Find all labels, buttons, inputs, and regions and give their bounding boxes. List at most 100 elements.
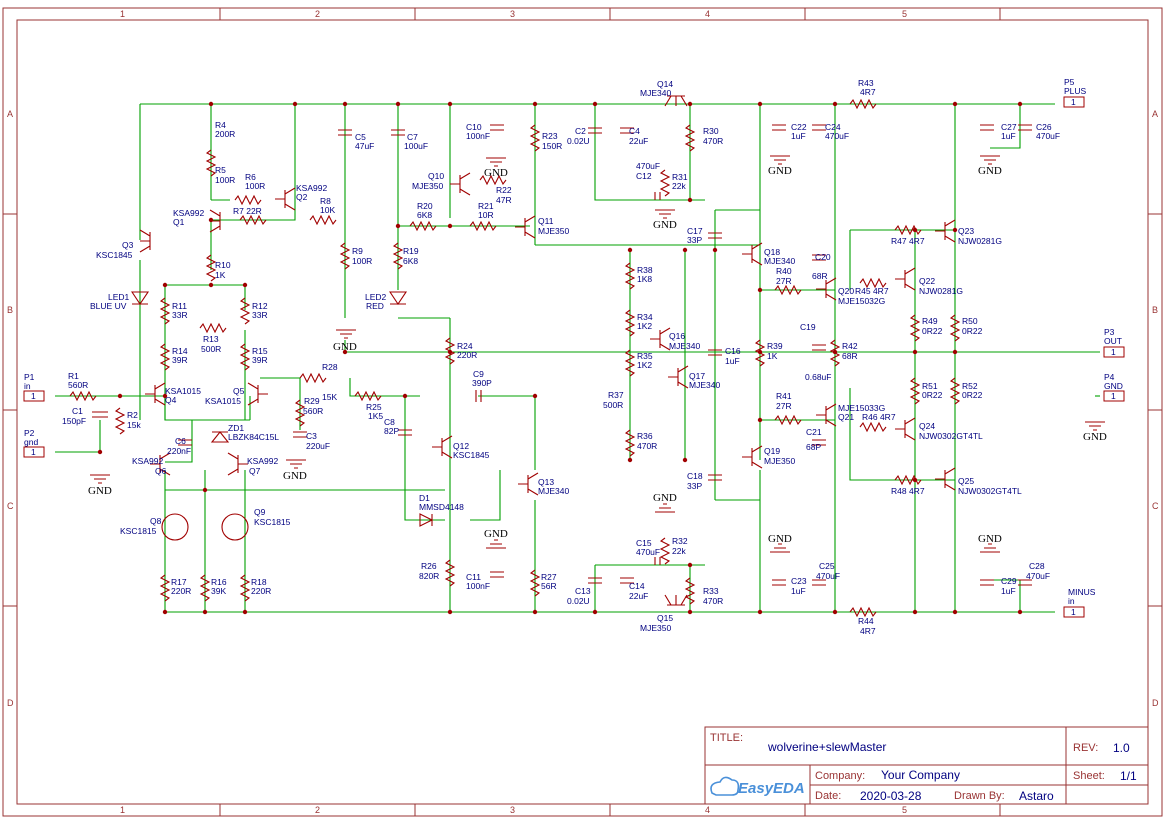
c14-ref: C14 (629, 581, 645, 591)
r20-ref: R20 (417, 201, 433, 211)
ports: P1 in 1 P2 gnd 1 P3 OUT 1 P4 GND 1 P5 PL… (23, 77, 1125, 618)
r7-label: R7 22R (233, 206, 262, 216)
row-label-d: D (7, 698, 14, 708)
col-label-5: 5 (902, 9, 907, 19)
r9-ref: R9 (352, 246, 363, 256)
col-label-2-bottom: 2 (315, 805, 320, 815)
c13-value: 0.02U (567, 596, 590, 606)
port-p4-pin: 1 (1111, 391, 1116, 401)
led2-ref: LED2 (365, 292, 387, 302)
sheet-value: 1/1 (1120, 769, 1137, 783)
r11-ref: R11 (172, 301, 187, 311)
row-label-b: B (7, 305, 13, 315)
port-minus-desc: in (1068, 596, 1075, 606)
c18-value: 33P (687, 481, 702, 491)
r32-value: 22k (672, 546, 686, 556)
c25-value: 470uF (816, 571, 840, 581)
easyeda-logo: EasyEDA (710, 776, 805, 797)
col-label-1: 1 (120, 9, 125, 19)
c4-ref: C4 (629, 126, 640, 136)
q12-type: KSC1845 (453, 450, 490, 460)
q3-type: KSC1845 (96, 250, 133, 260)
r27-ref: R27 (541, 572, 557, 582)
q15-type: MJE350 (640, 623, 671, 633)
q9-ref: Q9 (254, 507, 266, 517)
c2-ref: C2 (575, 126, 586, 136)
rev-value: 1.0 (1113, 741, 1130, 755)
q18-ref: Q18 (764, 247, 780, 257)
c27-ref: C27 (1001, 122, 1017, 132)
drawn-by-key: Drawn By: (954, 790, 1005, 802)
r32-ref: R32 (672, 536, 688, 546)
c7-ref: C7 (407, 132, 418, 142)
led1-ref: LED1 (108, 292, 130, 302)
q7-ref: Q7 (249, 466, 261, 476)
port-p1-pin: 1 (31, 391, 36, 401)
c17-value: 33P (687, 235, 702, 245)
gnd-label: GND (768, 533, 792, 545)
r8-ref: R8 (320, 196, 331, 206)
gnd-label: GND (484, 167, 508, 179)
col-label-3-bottom: 3 (510, 805, 515, 815)
r14-value: 39R (172, 355, 188, 365)
port-p3-pin: 1 (1111, 347, 1116, 357)
r42-value: 68R (842, 351, 858, 361)
sheet-frame: 1 2 3 4 5 1 2 3 4 5 A B C D A B C D (2, 7, 1163, 817)
c27-value: 1uF (1001, 131, 1016, 141)
r51-value: 0R22 (922, 390, 943, 400)
component-labels: R1 560R C1 150pF R2 15k R4 200R R5 100R … (62, 78, 1060, 636)
r36-value: 470R (637, 441, 657, 451)
c12-value: 470uF (636, 161, 660, 171)
q4-type: KSA1015 (165, 386, 201, 396)
gnd-label: GND (653, 492, 677, 504)
r38-value: 1K8 (637, 274, 652, 284)
row-label-c: C (7, 501, 14, 511)
q14-ref: Q14 (657, 79, 673, 89)
col-label-4: 4 (705, 9, 710, 19)
q8-ref: Q8 (150, 516, 162, 526)
c8-ref: C8 (384, 417, 395, 427)
row-label-a: A (7, 109, 13, 119)
c8-value: 82P (384, 426, 399, 436)
col-label-1-bottom: 1 (120, 805, 125, 815)
c5-value: 47uF (355, 141, 374, 151)
components (69, 95, 1032, 618)
c16-ref: C16 (725, 346, 741, 356)
gnd-label: GND (88, 485, 112, 497)
c12-ref: C12 (636, 171, 652, 181)
c16-value: 1uF (725, 356, 740, 366)
r23-ref: R23 (542, 131, 558, 141)
port-p5-pin: 1 (1071, 97, 1076, 107)
gnd-label: GND (653, 219, 677, 231)
col-label-5-bottom: 5 (902, 805, 907, 815)
r28-value: 15K (322, 392, 337, 402)
date-key: Date: (815, 790, 841, 802)
r31-ref: R31 (672, 172, 688, 182)
c25-ref: C25 (819, 561, 835, 571)
gnd-label: GND (978, 533, 1002, 545)
r31-value: 22k (672, 181, 686, 191)
col-label-2: 2 (315, 9, 320, 19)
q8-type: KSC1815 (120, 526, 157, 536)
r6-value: 100R (245, 181, 265, 191)
r52-value: 0R22 (962, 390, 983, 400)
r49-ref: R49 (922, 316, 938, 326)
gnd-label: GND (978, 165, 1002, 177)
sheet-key: Sheet: (1073, 770, 1105, 782)
c20-ref: C20 (815, 252, 831, 262)
r44-ref: R44 (858, 616, 874, 626)
r6-ref: R6 (245, 172, 256, 182)
c14-value: 22uF (629, 591, 648, 601)
c29-value: 1uF (1001, 586, 1016, 596)
r43-value: 4R7 (860, 87, 876, 97)
r25-ref: R25 (366, 402, 382, 412)
r22-ref: R22 (496, 185, 512, 195)
c21-value: 68P (806, 442, 821, 452)
q10-ref: Q10 (428, 171, 444, 181)
col-label-3: 3 (510, 9, 515, 19)
r4-ref: R4 (215, 120, 226, 130)
c11-ref: C11 (466, 572, 481, 582)
port-p3-name: P3 (1104, 327, 1115, 337)
gnd-labels: GND GND GND GND GND GND GND GND GND GND … (88, 165, 1107, 545)
